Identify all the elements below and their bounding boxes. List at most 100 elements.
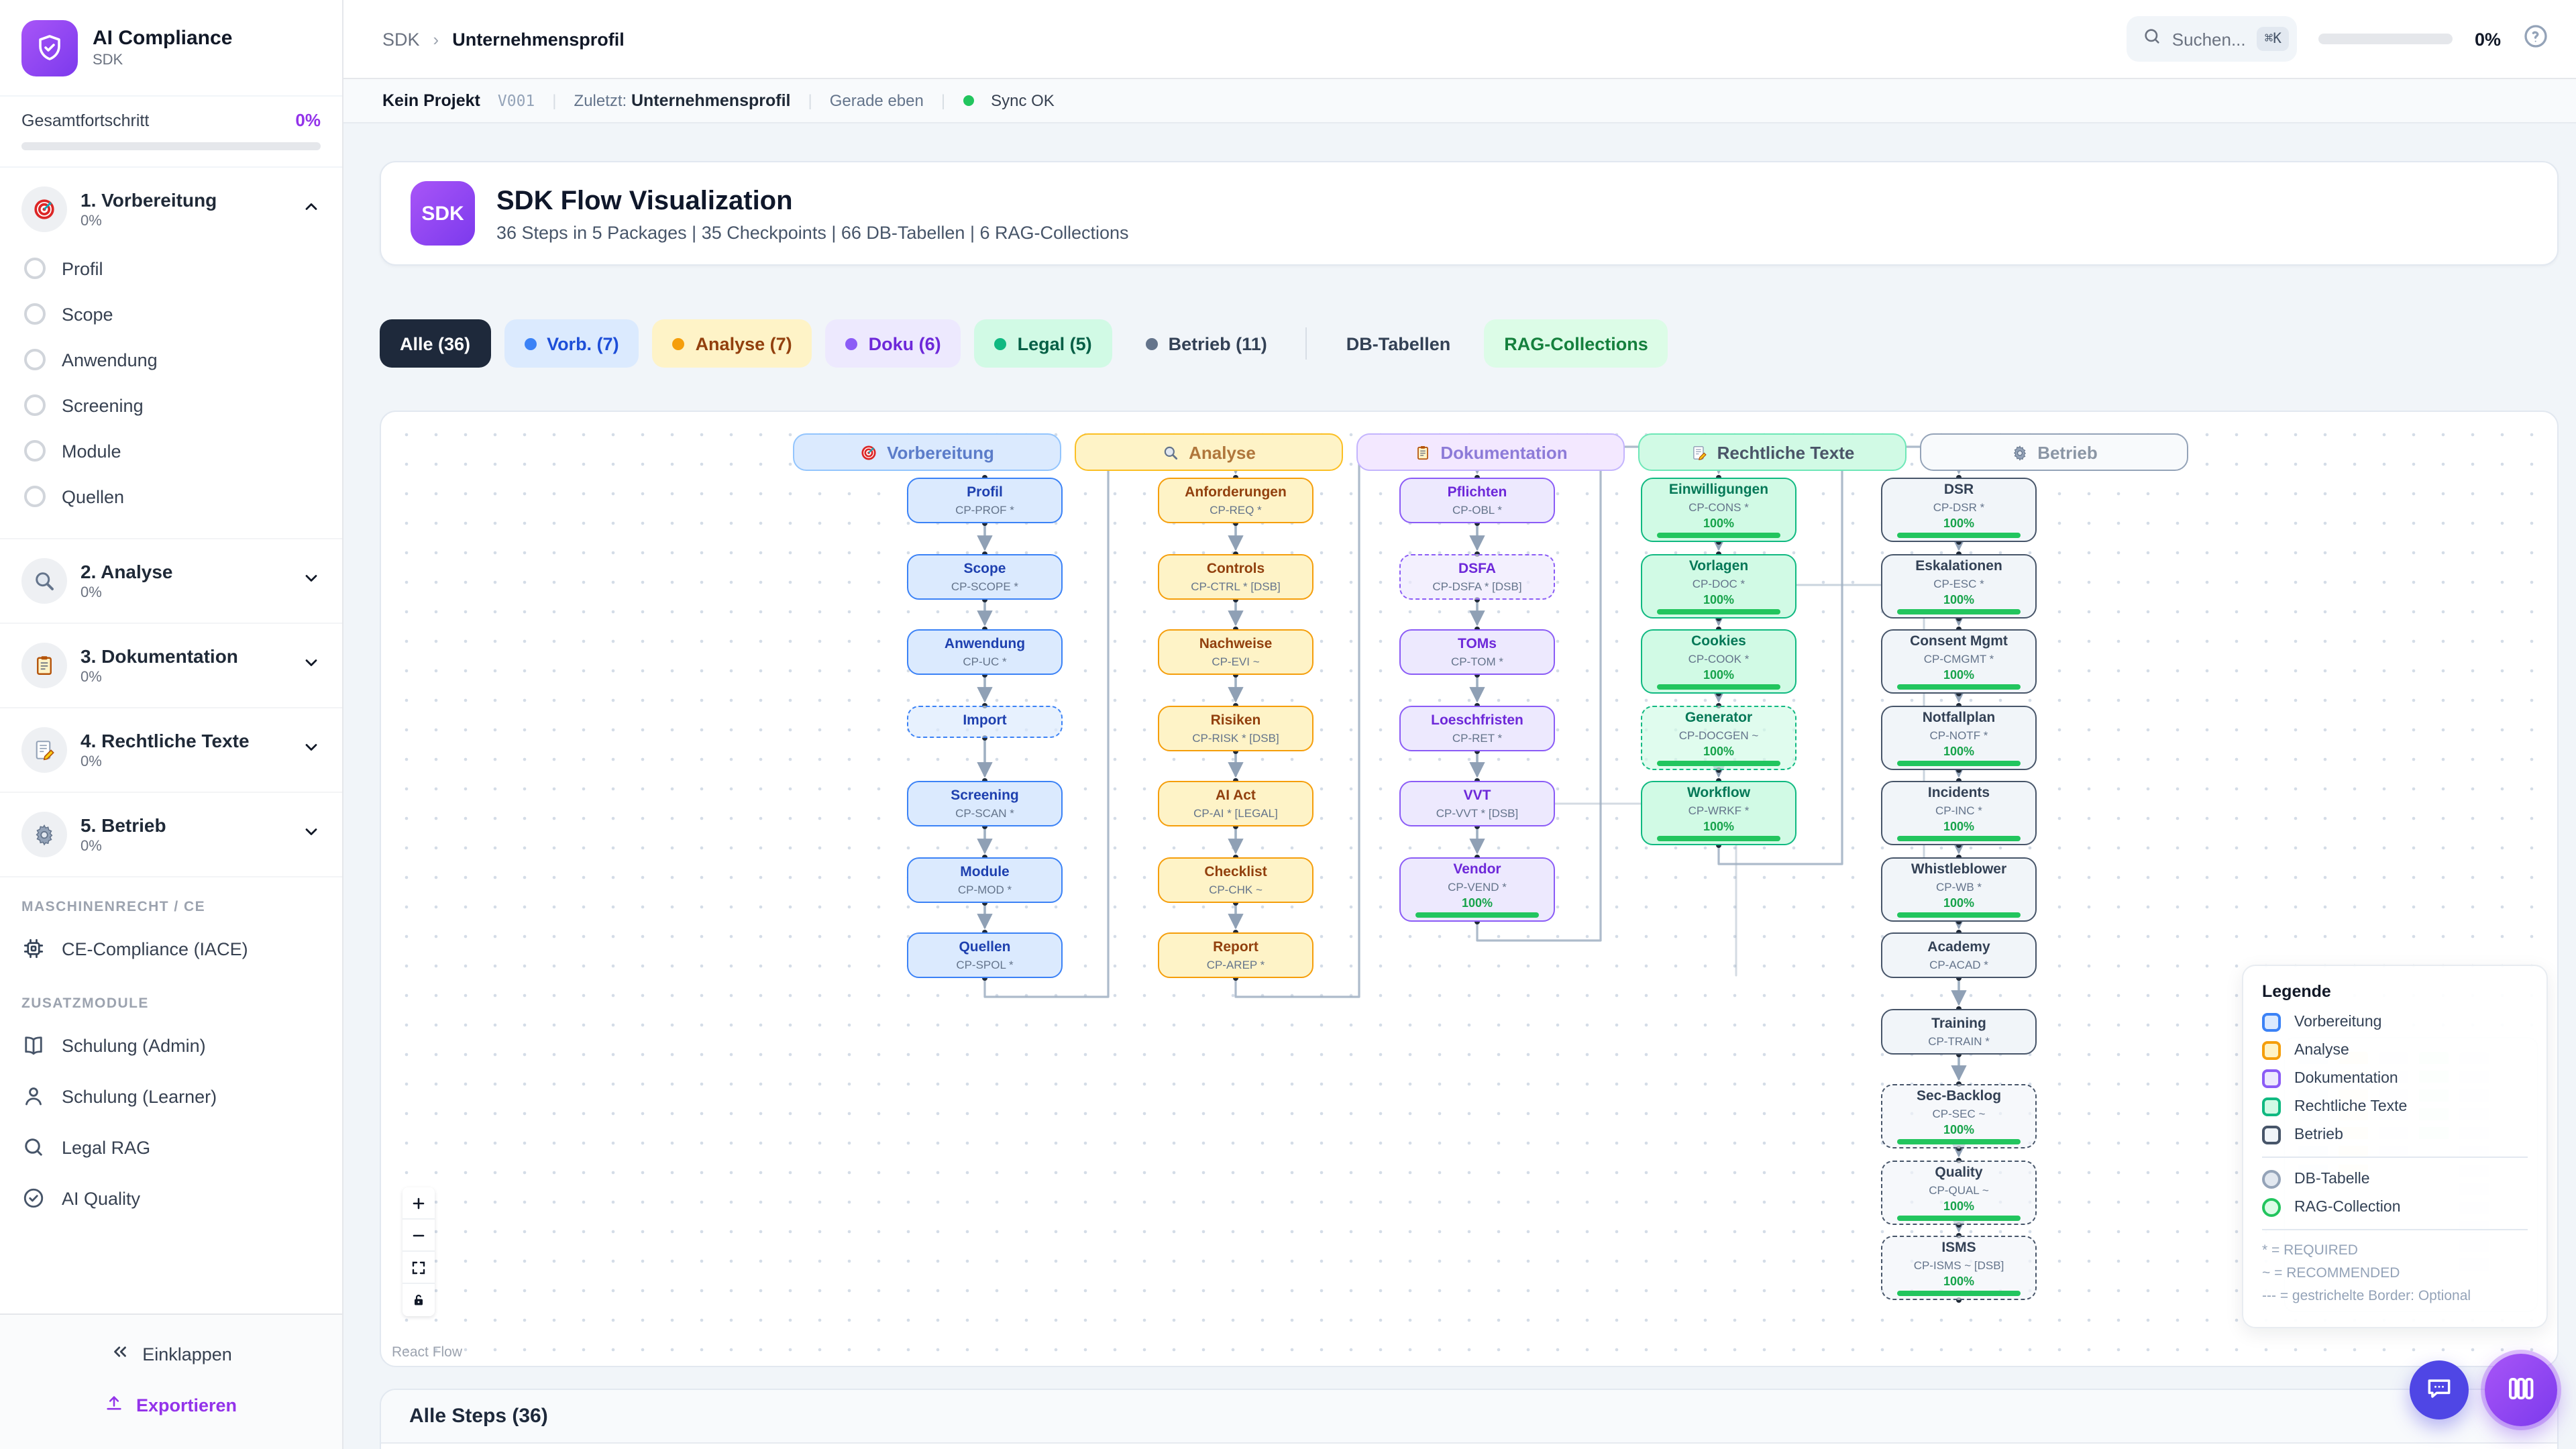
breadcrumb-root[interactable]: SDK xyxy=(382,29,420,49)
flow-column-header-betrieb[interactable]: Betrieb xyxy=(1920,433,2188,471)
sidebar-item-screening[interactable]: Screening xyxy=(0,382,342,428)
legend-swatch-dokumentation xyxy=(2262,1069,2281,1088)
gear-icon xyxy=(32,822,56,847)
sidebar-module-ce-compliance-iace-[interactable]: CE-Compliance (IACE) xyxy=(0,923,342,974)
filter-chips: Alle (36) Vorb. (7) Analyse (7) Doku (6) Leg… xyxy=(380,319,2559,368)
sidebar-item-profil[interactable]: Profil xyxy=(0,246,342,291)
flow-node-checklist[interactable]: ChecklistCP-CHK ~ xyxy=(1158,857,1313,903)
flow-node-generator[interactable]: GeneratorCP-DOCGEN ~100% xyxy=(1641,706,1796,770)
filter-chip-analyse-7-[interactable]: Analyse (7) xyxy=(653,319,812,368)
flow-node-einwilligungen[interactable]: EinwilligungenCP-CONS *100% xyxy=(1641,478,1796,542)
check-circle-icon xyxy=(21,1186,46,1210)
status-circle-icon xyxy=(24,440,46,462)
flow-column-header-dokumentation[interactable]: Dokumentation xyxy=(1356,433,1625,471)
node-progress-value: 100% xyxy=(1943,820,1974,834)
flow-node-toms[interactable]: TOMsCP-TOM * xyxy=(1399,629,1555,675)
sidebar-module-legal-rag[interactable]: Legal RAG xyxy=(0,1122,342,1173)
flow-node-loeschfristen[interactable]: LoeschfristenCP-RET * xyxy=(1399,706,1555,751)
flow-node-isms[interactable]: ISMSCP-ISMS ~ [DSB]100% xyxy=(1881,1236,2037,1300)
app-subtitle: SDK xyxy=(93,52,232,68)
sidebar-item-scope[interactable]: Scope xyxy=(0,291,342,337)
flow-node-profil[interactable]: ProfilCP-PROF * xyxy=(907,478,1063,523)
legend-swatch-betrieb xyxy=(2262,1126,2281,1144)
section-label: 4. Rechtliche Texte xyxy=(80,729,250,752)
flow-control-lock-icon[interactable] xyxy=(402,1284,435,1316)
flow-node-incidents[interactable]: IncidentsCP-INC *100% xyxy=(1881,781,2037,845)
node-progress-bar xyxy=(1657,610,1780,614)
flow-node-notfallplan[interactable]: NotfallplanCP-NOTF *100% xyxy=(1881,706,2037,770)
flow-node-quellen[interactable]: QuellenCP-SPOL * xyxy=(907,932,1063,978)
flow-node-anwendung[interactable]: AnwendungCP-UC * xyxy=(907,629,1063,675)
flow-node-workflow[interactable]: WorkflowCP-WRKF *100% xyxy=(1641,781,1796,845)
flow-node-screening[interactable]: ScreeningCP-SCAN * xyxy=(907,781,1063,826)
filter-chip-betrieb-11-[interactable]: Betrieb (11) xyxy=(1126,319,1287,368)
flow-column-header-analyse[interactable]: Analyse xyxy=(1075,433,1343,471)
flow-node-cookies[interactable]: CookiesCP-COOK *100% xyxy=(1641,629,1796,694)
collapse-sidebar-button[interactable]: Einklappen xyxy=(0,1328,342,1379)
flow-node-controls[interactable]: ControlsCP-CTRL * [DSB] xyxy=(1158,554,1313,600)
filter-chip-vorb-7-[interactable]: Vorb. (7) xyxy=(504,319,639,368)
search-placeholder: Suchen... xyxy=(2172,29,2246,49)
flow-node-report[interactable]: ReportCP-AREP * xyxy=(1158,932,1313,978)
flow-node-dsfa[interactable]: DSFACP-DSFA * [DSB] xyxy=(1399,554,1555,600)
filter-chip-db-tabellen[interactable]: DB-Tabellen xyxy=(1326,319,1471,368)
flow-node-sec-backlog[interactable]: Sec-BacklogCP-SEC ~100% xyxy=(1881,1084,2037,1148)
flow-control-plus-icon[interactable] xyxy=(402,1187,435,1220)
chevron-down-icon xyxy=(302,568,321,594)
sidebar-item-module[interactable]: Module xyxy=(0,428,342,474)
flow-node-quality[interactable]: QualityCP-QUAL ~100% xyxy=(1881,1161,2037,1225)
flow-node-anforderungen[interactable]: AnforderungenCP-REQ * xyxy=(1158,478,1313,523)
sidebar-item-quellen[interactable]: Quellen xyxy=(0,474,342,519)
sidebar-section-3[interactable]: 3. Dokumentation0% xyxy=(0,632,342,699)
sidebar-section-1[interactable]: 1. Vorbereitung0% xyxy=(0,176,342,243)
flow-column-header-vorbereitung[interactable]: Vorbereitung xyxy=(793,433,1061,471)
flow-control-fit-view-icon[interactable] xyxy=(402,1252,435,1284)
last-saved-time: Gerade eben xyxy=(830,91,924,110)
sidebar-section-5[interactable]: 5. Betrieb0% xyxy=(0,801,342,868)
section-percent: 0% xyxy=(80,670,238,686)
flow-node-dsr[interactable]: DSRCP-DSR *100% xyxy=(1881,478,2037,542)
shield-check-icon xyxy=(21,19,78,76)
flow-control-minus-icon[interactable] xyxy=(402,1220,435,1252)
flow-node-pflichten[interactable]: PflichtenCP-OBL * xyxy=(1399,478,1555,523)
columns-fab-button[interactable] xyxy=(2485,1354,2557,1426)
node-progress-value: 100% xyxy=(1703,669,1734,682)
flow-node-eskalationen[interactable]: EskalationenCP-ESC *100% xyxy=(1881,554,2037,619)
status-bar: Kein Projekt V001 | Zuletzt: Unternehmen… xyxy=(343,79,2576,123)
flow-node-nachweise[interactable]: NachweiseCP-EVI ~ xyxy=(1158,629,1313,675)
sidebar-item-anwendung[interactable]: Anwendung xyxy=(0,337,342,382)
search-input[interactable]: Suchen... ⌘K xyxy=(2127,16,2298,62)
chat-fab-button[interactable] xyxy=(2410,1360,2469,1419)
flow-canvas[interactable]: VorbereitungProfilCP-PROF * ScopeCP-SCOPE… xyxy=(380,411,2559,1367)
flow-node-vendor[interactable]: VendorCP-VEND *100% xyxy=(1399,857,1555,922)
flow-node-ai-act[interactable]: AI ActCP-AI * [LEGAL] xyxy=(1158,781,1313,826)
flow-node-scope[interactable]: ScopeCP-SCOPE * xyxy=(907,554,1063,600)
flow-node-import[interactable]: Import xyxy=(907,706,1063,738)
sidebar-module-schulung-learner-[interactable]: Schulung (Learner) xyxy=(0,1071,342,1122)
section-label: 5. Betrieb xyxy=(80,814,166,837)
flow-node-training[interactable]: TrainingCP-TRAIN * xyxy=(1881,1009,2037,1055)
sidebar-section-2[interactable]: 2. Analyse0% xyxy=(0,547,342,614)
flow-node-vvt[interactable]: VVTCP-VVT * [DSB] xyxy=(1399,781,1555,826)
flow-column-header-rechtliche[interactable]: Rechtliche Texte xyxy=(1638,433,1907,471)
flow-node-consent-mgmt[interactable]: Consent MgmtCP-CMGMT *100% xyxy=(1881,629,2037,694)
filter-chip-doku-6-[interactable]: Doku (6) xyxy=(826,319,961,368)
node-progress-value: 100% xyxy=(1943,517,1974,531)
filter-chip-rag-collections[interactable]: RAG-Collections xyxy=(1484,319,1668,368)
flow-node-vorlagen[interactable]: VorlagenCP-DOC *100% xyxy=(1641,554,1796,619)
sidebar-module-schulung-admin-[interactable]: Schulung (Admin) xyxy=(0,1020,342,1071)
help-circle-icon[interactable] xyxy=(2522,22,2549,56)
chevron-up-icon xyxy=(302,197,321,222)
node-progress-bar xyxy=(1897,610,2021,614)
sidebar-section-4[interactable]: 4. Rechtliche Texte0% xyxy=(0,716,342,784)
export-button[interactable]: Exportieren xyxy=(0,1379,342,1430)
breadcrumb-chevron-icon: › xyxy=(433,29,439,49)
chat-bubble-icon xyxy=(2424,1373,2454,1407)
flow-node-academy[interactable]: AcademyCP-ACAD * xyxy=(1881,932,2037,978)
flow-node-risiken[interactable]: RisikenCP-RISK * [DSB] xyxy=(1158,706,1313,751)
sidebar-module-ai-quality[interactable]: AI Quality xyxy=(0,1173,342,1224)
filter-chip-alle-36-[interactable]: Alle (36) xyxy=(380,319,490,368)
flow-node-module[interactable]: ModuleCP-MOD * xyxy=(907,857,1063,903)
filter-chip-legal-5-[interactable]: Legal (5) xyxy=(975,319,1112,368)
flow-node-whistleblower[interactable]: WhistleblowerCP-WB *100% xyxy=(1881,857,2037,922)
